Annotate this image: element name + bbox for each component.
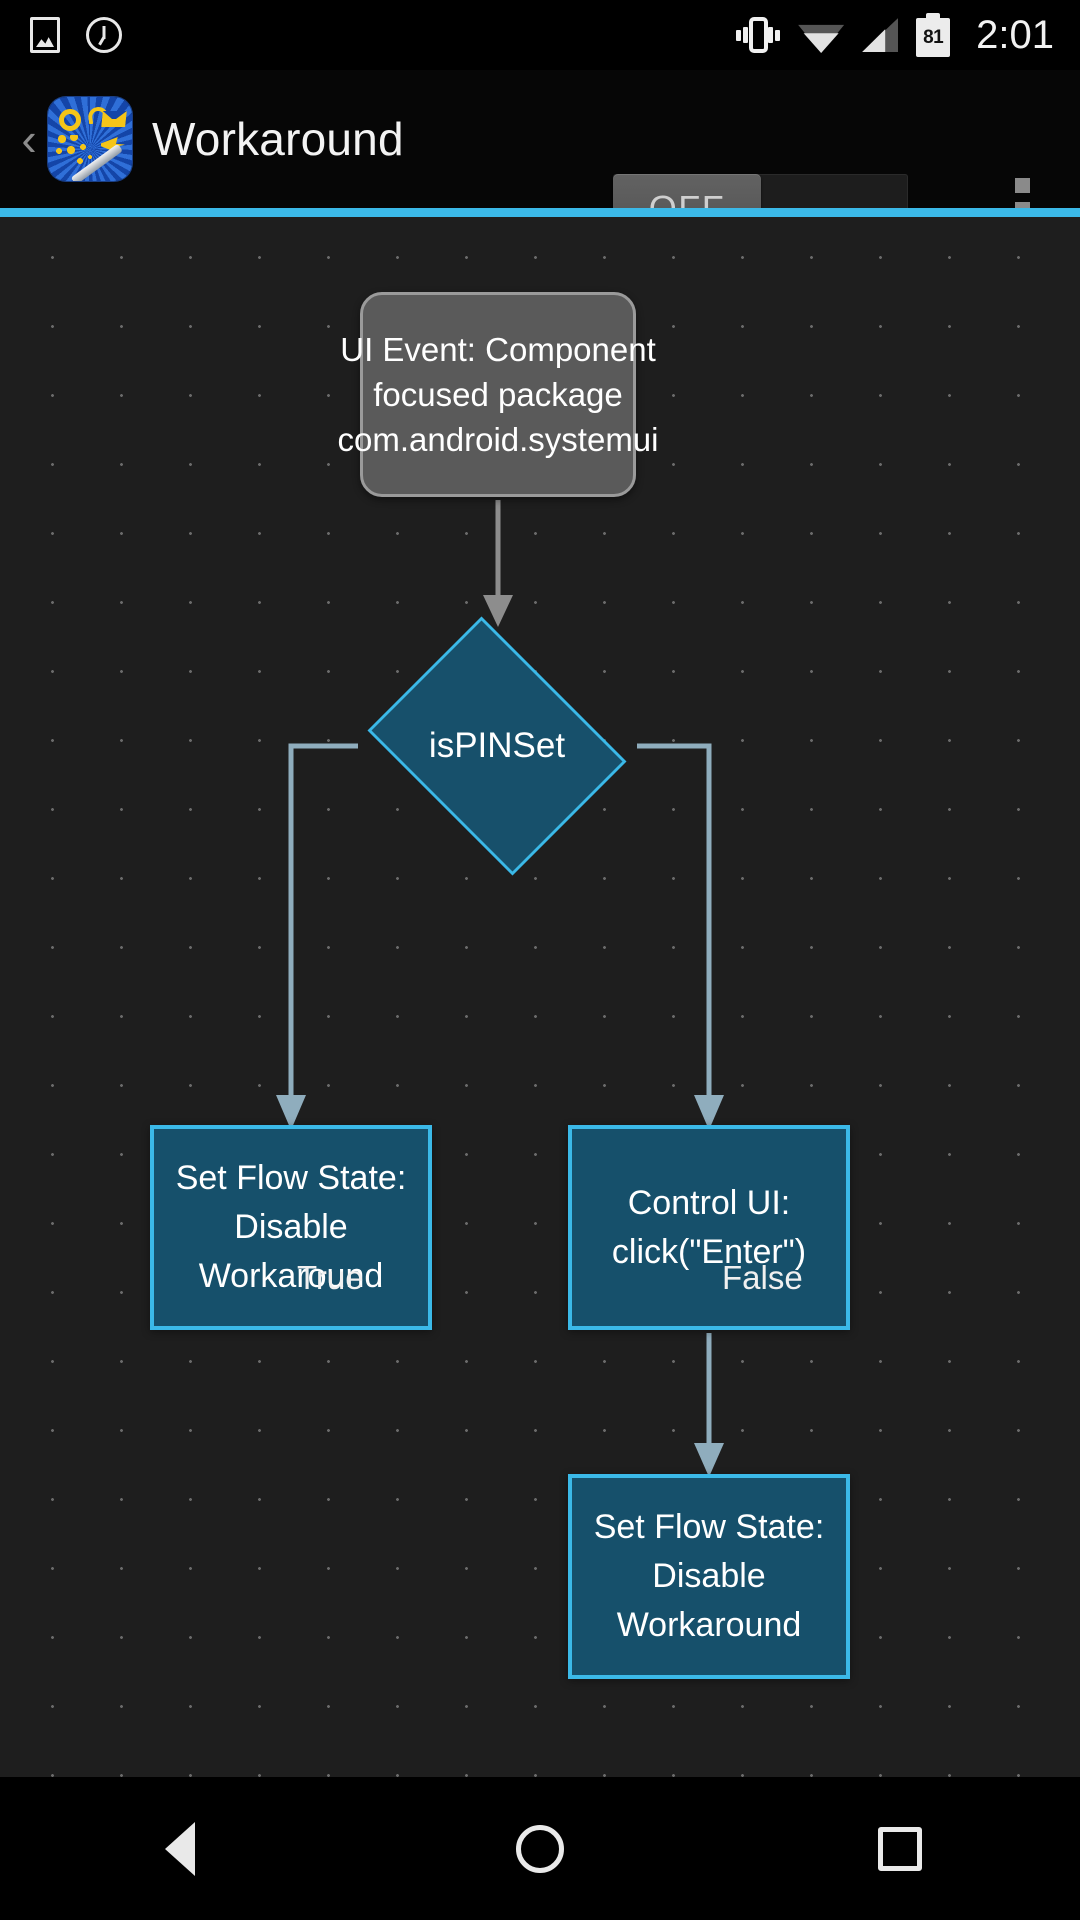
edge-label-false: False [722, 1259, 803, 1296]
home-button[interactable] [470, 1777, 610, 1920]
flow-node-set-flow-state-true-label: Set Flow State: Disable Workaround [175, 1159, 407, 1295]
page-title: Workaround [152, 113, 404, 165]
photo-icon [30, 17, 60, 53]
back-button[interactable] [110, 1777, 250, 1920]
edge-control-to-final [694, 1333, 724, 1477]
flow-node-ui-event-label: UI Event: Component focused package com.… [337, 331, 659, 458]
back-navigation-icon[interactable]: ‹ [21, 113, 37, 165]
flowchart-canvas[interactable]: UI Event: Component focused package com.… [0, 217, 1080, 1777]
flow-node-is-pin-set[interactable]: isPINSet [352, 616, 642, 876]
square-recents-icon [878, 1826, 922, 1871]
flowchart-edges [276, 500, 724, 1477]
flow-node-ui-event[interactable]: UI Event: Component focused package com.… [338, 292, 659, 497]
flow-node-set-flow-state-true[interactable]: Set Flow State: Disable Workaround [150, 1125, 432, 1330]
app-bar: ‹ Workaround OFF [0, 70, 1080, 244]
flow-node-is-pin-set-label: isPINSet [428, 726, 566, 765]
status-bar-left-icons [30, 17, 122, 53]
status-bar-right-icons: 81 2:01 [736, 13, 1054, 58]
vibrate-icon [736, 15, 781, 55]
flow-node-control-ui-click-enter-label: Control UI: click("Enter") [611, 1183, 807, 1271]
overflow-dot-1 [1014, 177, 1030, 193]
wifi-icon [798, 17, 845, 53]
alarm-icon [86, 17, 122, 53]
triangle-back-icon [165, 1821, 195, 1876]
battery-level-text: 81 [923, 26, 944, 48]
flow-node-set-flow-state-final-label: Set Flow State: Disable Workaround [593, 1508, 825, 1644]
accent-divider [0, 208, 1080, 217]
workaround-app-icon[interactable] [48, 97, 132, 181]
edge-event-to-decision [483, 500, 513, 627]
circle-home-icon [516, 1824, 564, 1873]
recents-button[interactable] [830, 1777, 970, 1920]
edge-label-true: True [297, 1259, 364, 1296]
status-bar: 81 2:01 [0, 0, 1080, 70]
sun-icon [59, 109, 81, 131]
edge-decision-true [276, 743, 358, 1130]
edge-decision-false [637, 743, 724, 1130]
status-bar-clock: 2:01 [976, 12, 1054, 57]
mail-icon [101, 111, 127, 127]
signal-icon [862, 18, 899, 52]
battery-icon: 81 [916, 13, 951, 57]
flow-node-set-flow-state-final[interactable]: Set Flow State: Disable Workaround [568, 1474, 850, 1679]
android-navigation-bar [0, 1777, 1080, 1920]
flow-node-control-ui-click-enter[interactable]: Control UI: click("Enter") [568, 1125, 850, 1330]
